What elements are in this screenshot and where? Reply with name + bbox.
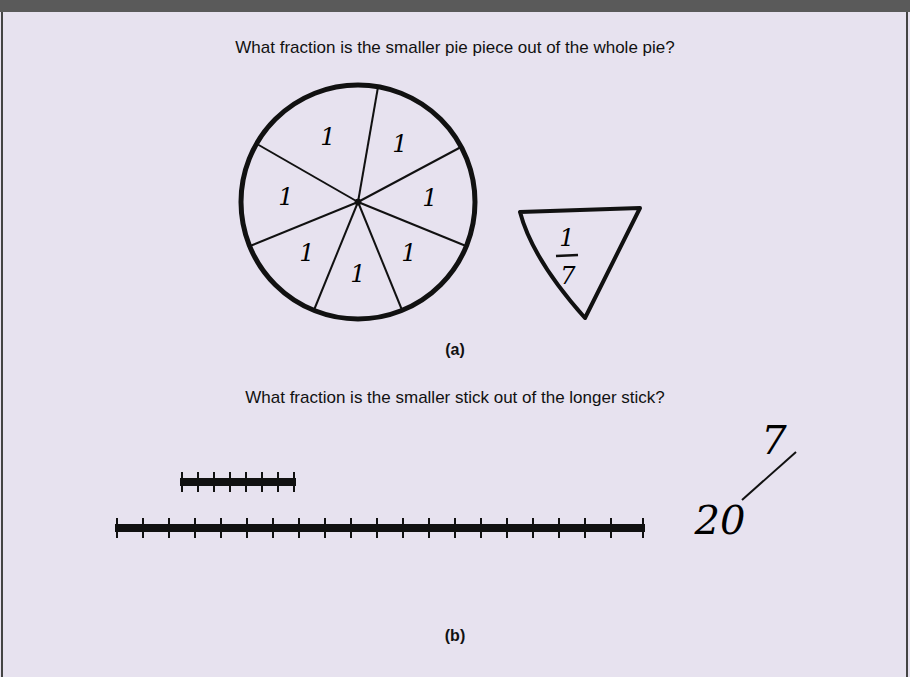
fraction-denominator: 7 [560,263,575,289]
header-bar [0,0,910,12]
frame-line [1,12,3,677]
question-text: What fraction is the smaller stick out o… [245,389,665,408]
frame-line [906,12,908,677]
fraction-numerator: 1 [559,225,574,251]
fraction-denominator: 20 [695,498,746,542]
slice-number: 1 [320,124,335,150]
pie-drawing [241,85,640,319]
slice-number: 1 [350,261,365,287]
slice-number: 1 [392,131,407,157]
slice-number: 1 [278,184,293,210]
slice-number: 1 [401,240,416,266]
fraction-numerator: 7 [761,418,786,462]
slice-number: 1 [422,185,437,211]
slice-number: 1 [299,240,314,266]
panel-caption: (a) [445,341,465,359]
stick-ticks [117,472,643,538]
question-text: What fraction is the smaller pie piece o… [235,39,674,58]
panel-caption: (b) [445,627,465,645]
